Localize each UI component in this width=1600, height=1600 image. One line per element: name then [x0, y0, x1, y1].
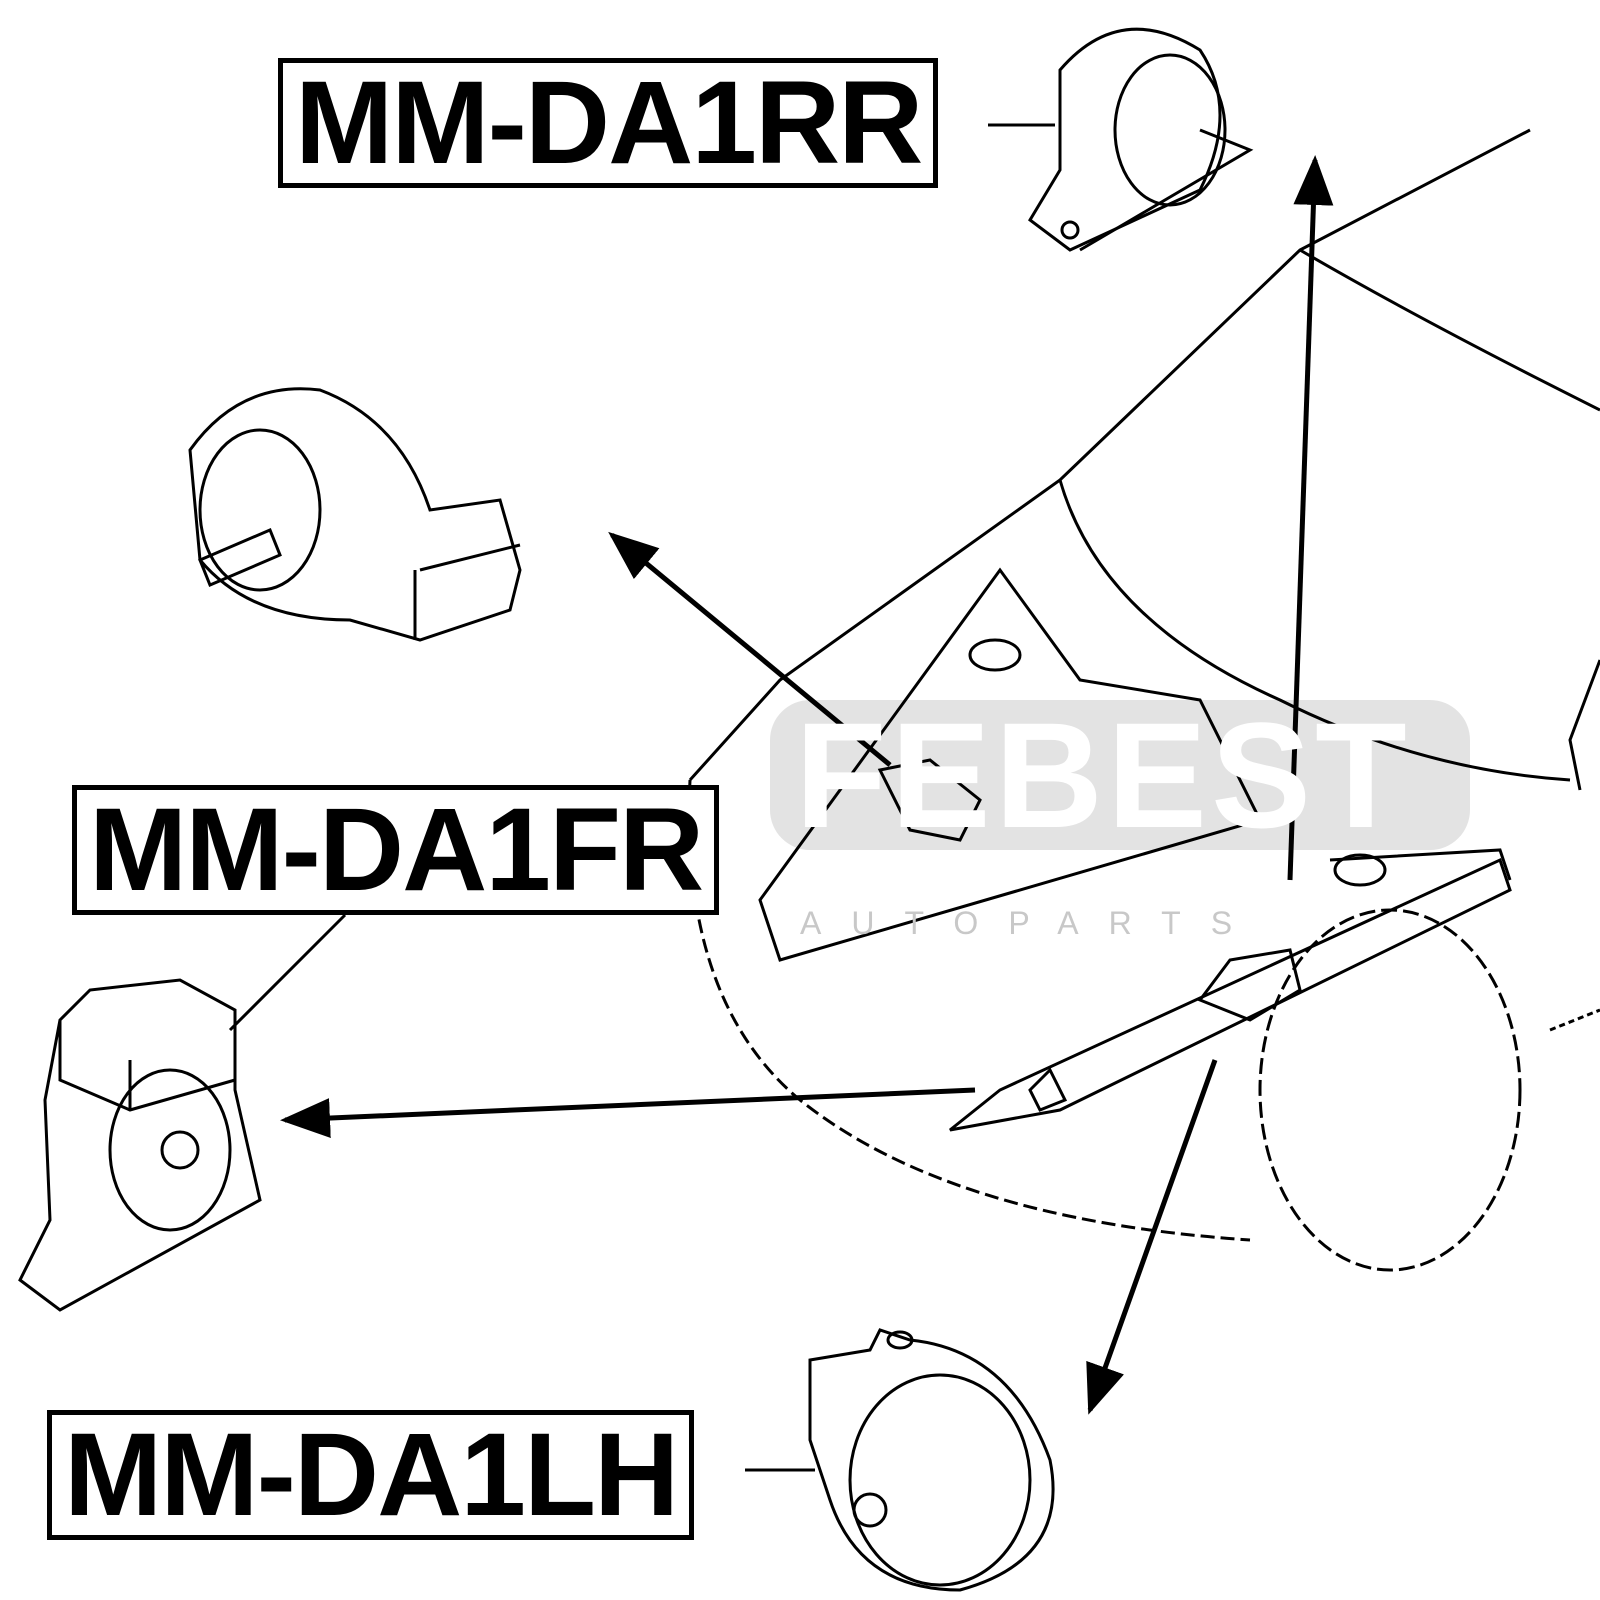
part-label-mm-da1fr: MM-DA1FR — [72, 785, 720, 915]
arrow-to-rr — [1287, 155, 1334, 881]
leader-lines — [228, 123, 1055, 1472]
mount-rr-drawing — [1028, 27, 1254, 252]
arrows — [280, 155, 1334, 1415]
arrow-to-lh — [1086, 1059, 1218, 1415]
mount-lh-drawing — [808, 1328, 1055, 1592]
watermark-tagline: AUTOPARTS — [800, 905, 1263, 941]
watermark-brand: FEBEST — [795, 691, 1411, 859]
arrow-to-left-mount — [280, 1087, 976, 1139]
vehicle-body-outline — [687, 128, 1600, 1272]
part-label-mm-da1rr: MM-DA1RR — [278, 58, 939, 188]
mount-fr-drawing — [188, 387, 522, 642]
part-label-mm-da1lh: MM-DA1LH — [47, 1410, 695, 1540]
arrow-to-fr — [608, 531, 892, 767]
mount-left-front-drawing — [18, 978, 262, 1312]
